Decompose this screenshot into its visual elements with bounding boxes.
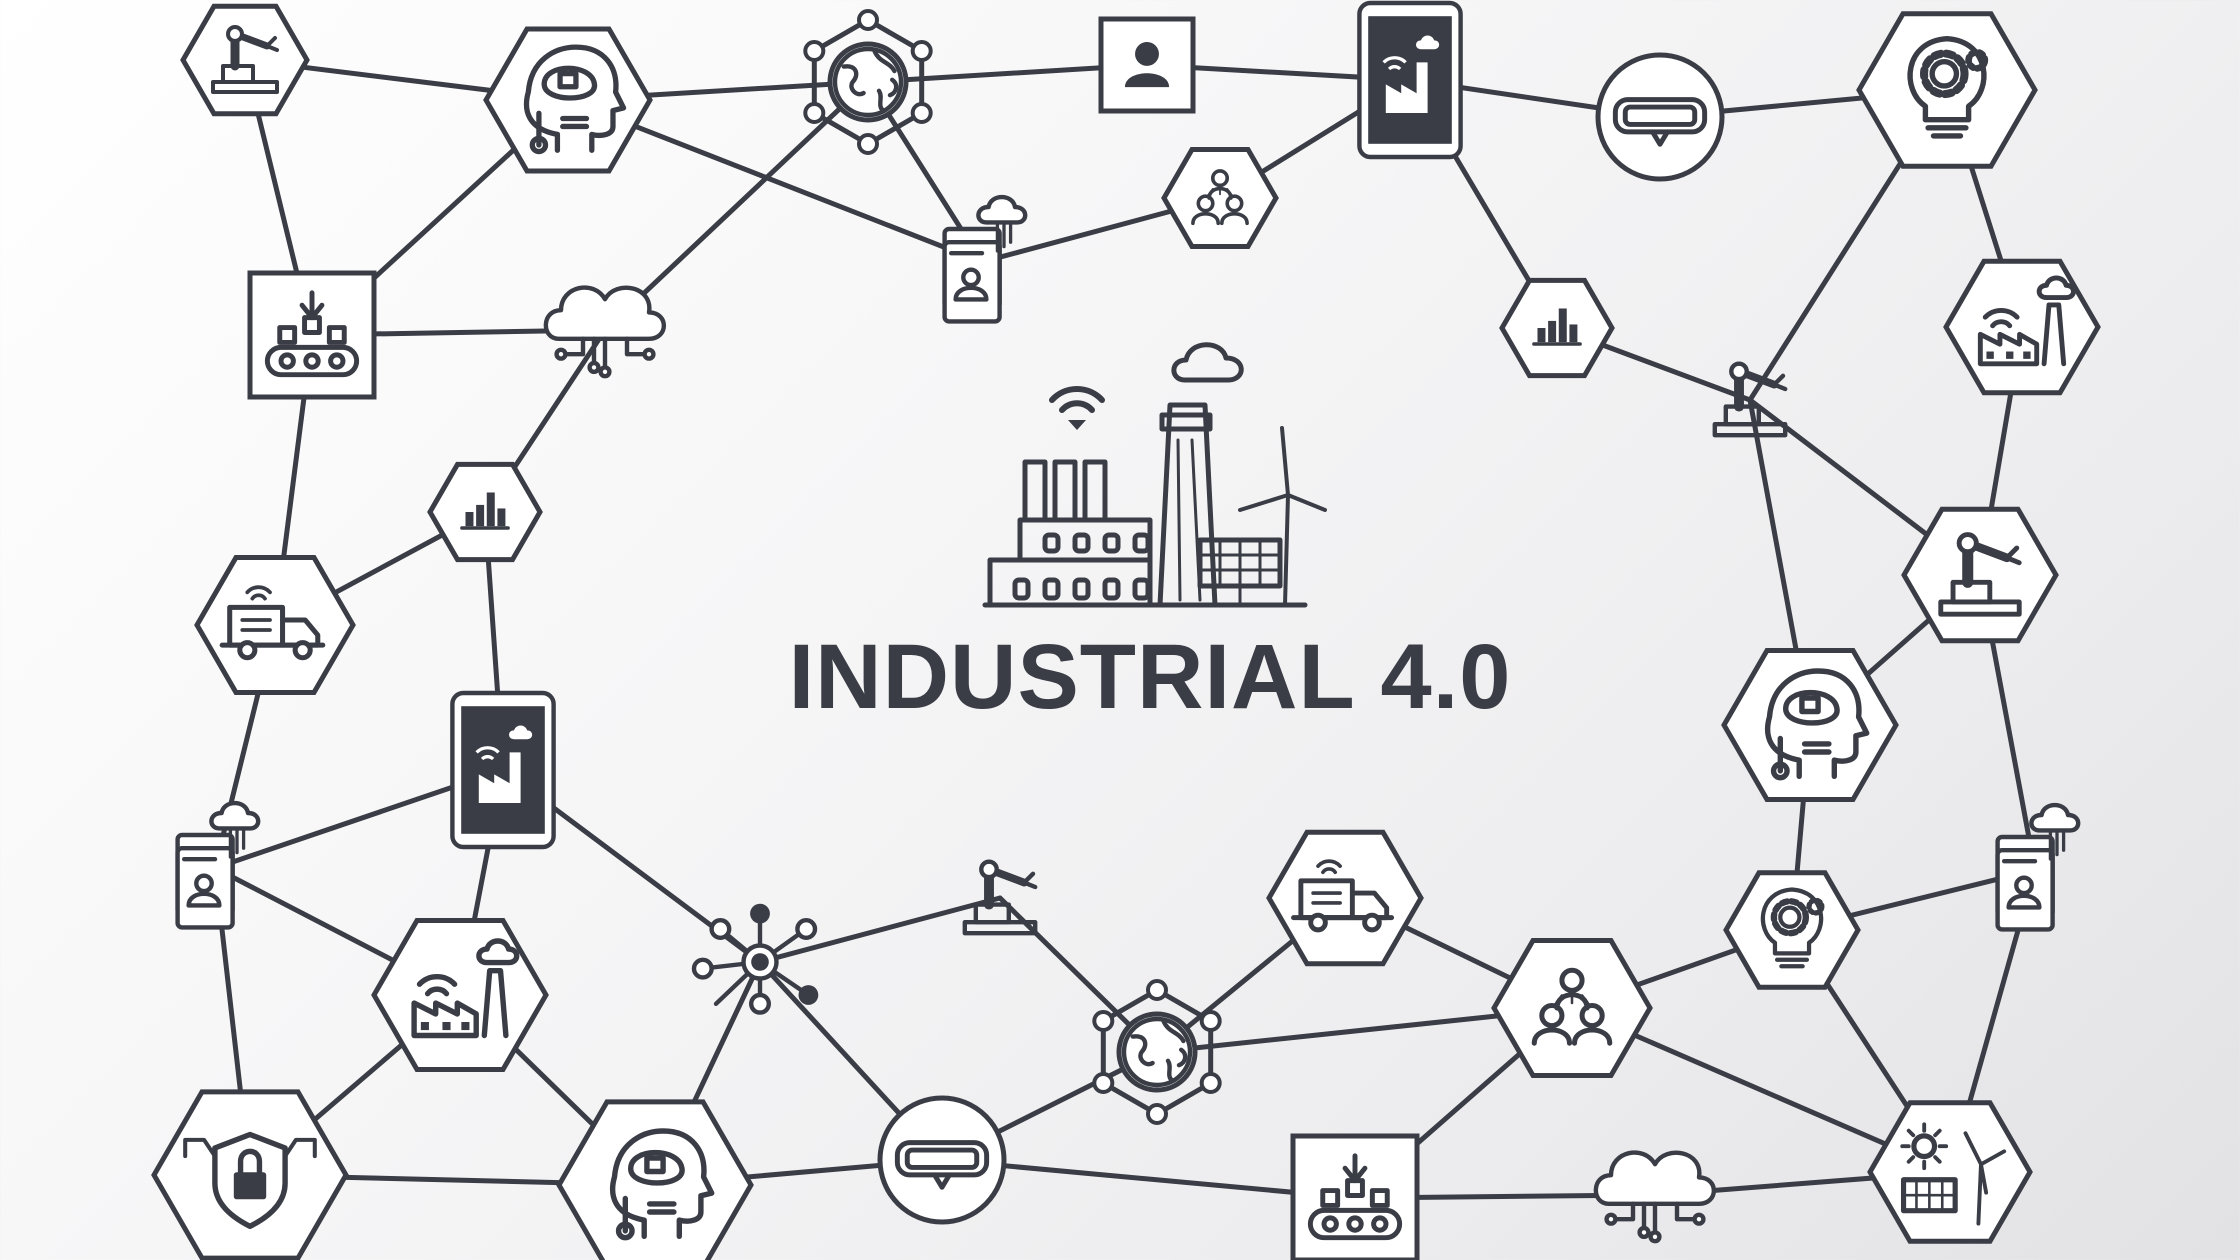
node-renewable-1 (1867, 1100, 2033, 1244)
node-truck-1 (194, 555, 356, 695)
node-hub-1 (691, 903, 819, 1015)
bar-chart-icon (1532, 308, 1582, 346)
node-vr-2 (877, 1095, 1007, 1225)
connection-line (757, 895, 1003, 965)
node-robot-arm-2 (1712, 361, 1788, 438)
security-lock-icon (183, 1131, 317, 1230)
ai-head-icon (609, 1128, 715, 1241)
central-factory-illustration (982, 342, 1327, 608)
node-phone-1 (1357, 0, 1463, 160)
node-cloud-1 (543, 285, 666, 379)
globe-icon (1121, 1016, 1193, 1088)
robot-arm-icon (211, 25, 279, 94)
hexagon-frame (180, 3, 310, 117)
icon-nodes (151, 0, 2101, 1260)
robot-arm-icon (962, 859, 1038, 936)
gear-bulb-icon (1907, 35, 1989, 139)
vr-headset-icon (894, 1140, 990, 1190)
hexagon-frame (427, 461, 543, 563)
team-icon (1191, 169, 1249, 226)
node-cloud-doc-3 (1995, 802, 2081, 932)
connection-line (939, 1157, 1358, 1201)
node-globe-2 (1092, 979, 1222, 1125)
node-robot-arm-1 (180, 3, 310, 117)
node-bulb-1 (1856, 11, 2038, 169)
node-cloud-2 (1593, 1150, 1716, 1244)
cloud-document-icon (942, 194, 1028, 324)
bar-chart-icon (460, 492, 510, 530)
node-ai-head-2 (1721, 648, 1899, 802)
node-phone-2 (450, 690, 556, 850)
node-factory-1 (1943, 258, 2101, 396)
smart-factory-phone-icon (450, 690, 556, 850)
circle-frame (1595, 52, 1725, 182)
robot-arm-icon (1712, 361, 1788, 438)
node-factory-2 (371, 918, 549, 1072)
team-icon (1531, 967, 1613, 1046)
smart-factory-phone-icon (1357, 0, 1463, 160)
cloud-network-icon (543, 285, 666, 379)
smart-factory-icon (411, 938, 520, 1039)
conveyor-icon (1307, 1153, 1403, 1241)
node-truck-2 (1266, 829, 1424, 967)
gear-bulb-icon (1760, 887, 1825, 969)
node-chart-1 (427, 461, 543, 563)
conveyor-icon (264, 290, 360, 378)
renewable-energy-icon (1900, 1122, 2007, 1226)
node-team-1 (1161, 147, 1279, 249)
globe-icon (832, 46, 904, 118)
hexagon-frame (194, 555, 356, 695)
node-cloud-doc-2 (175, 800, 261, 930)
node-bulb-2 (1723, 870, 1861, 990)
hexagon-frame (1867, 1100, 2033, 1244)
node-globe-1 (803, 9, 933, 155)
ai-head-icon (1764, 668, 1870, 781)
circle-frame (877, 1095, 1007, 1225)
hexagon-frame (1161, 147, 1279, 249)
node-user-1 (1098, 16, 1196, 114)
node-vr-1 (1595, 52, 1725, 182)
robot-arm-icon (1938, 532, 2022, 617)
diagram-title: INDUSTRIAL 4.0 (788, 626, 1512, 728)
hexagon-frame (1266, 829, 1424, 967)
node-cloud-doc-1 (942, 194, 1028, 324)
user-icon (1124, 42, 1170, 88)
network-hub-icon (691, 903, 819, 1015)
node-ai-head-3 (556, 1099, 754, 1260)
vr-headset-icon (1612, 97, 1708, 147)
connection-line (602, 79, 871, 333)
node-robot-arm-3 (1901, 506, 2059, 644)
node-chart-2 (1499, 277, 1615, 379)
cloud-document-icon (175, 800, 261, 930)
delivery-truck-icon (219, 585, 326, 661)
node-conveyor-1 (247, 270, 377, 400)
square-frame (1098, 16, 1196, 114)
smart-factory-icon (1977, 275, 2076, 367)
node-conveyor-2 (1290, 1133, 1420, 1260)
node-ai-head-1 (483, 26, 653, 174)
node-team-2 (1491, 938, 1653, 1078)
ai-head-icon (523, 44, 627, 155)
cloud-document-icon (1995, 802, 2081, 932)
node-lock-1 (151, 1089, 349, 1260)
delivery-truck-icon (1291, 859, 1395, 933)
hexagon-frame (1499, 277, 1615, 379)
cloud-network-icon (1593, 1150, 1716, 1244)
hexagon-frame (1943, 258, 2101, 396)
node-robot-arm-4 (962, 859, 1038, 936)
